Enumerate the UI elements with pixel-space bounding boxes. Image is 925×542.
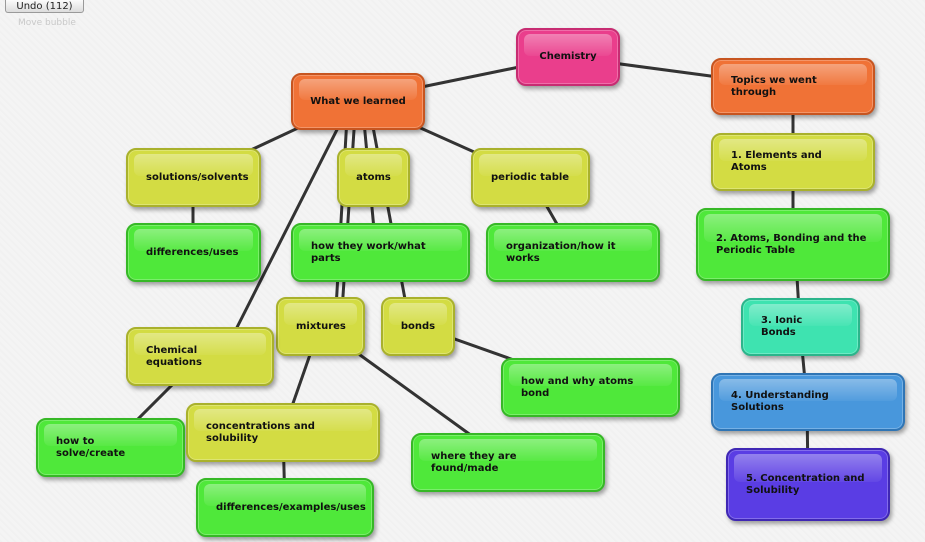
bubble-label: What we learned xyxy=(310,95,406,107)
bubble-label: Topics we went through xyxy=(731,74,817,98)
bubble-concentrations-solubility[interactable]: concentrations and solubility xyxy=(186,403,380,462)
bubble-label: Chemistry xyxy=(539,51,597,62)
bubble-how-why-bond[interactable]: how and why atoms bond xyxy=(501,358,680,417)
bubble-topic-2[interactable]: 2. Atoms, Bonding and the Periodic Table xyxy=(696,208,890,281)
bubble-label: 3. Ionic Bonds xyxy=(761,315,803,338)
undo-hint-text: Move bubble xyxy=(18,18,76,28)
bubble-bonds[interactable]: bonds xyxy=(381,297,455,356)
bubble-label: 4. Understanding Solutions xyxy=(731,390,829,413)
bubble-atoms[interactable]: atoms xyxy=(337,148,410,207)
bubble-topic-1[interactable]: 1. Elements and Atoms xyxy=(711,133,875,191)
bubble-chemical-equations[interactable]: Chemical equations xyxy=(126,327,274,386)
bubble-chemistry[interactable]: Chemistry xyxy=(516,28,620,86)
bubble-periodic-table[interactable]: periodic table xyxy=(471,148,590,207)
bubble-where-found[interactable]: where they are found/made xyxy=(411,433,605,492)
link-learned-atoms-2 xyxy=(339,98,358,328)
bubble-label: how they work/what parts xyxy=(311,240,426,264)
bubble-label: 2. Atoms, Bonding and the Periodic Table xyxy=(716,232,867,256)
bubble-label: how and why atoms bond xyxy=(521,375,634,399)
link-learned-atoms-1 xyxy=(333,98,350,328)
bubble-label: periodic table xyxy=(491,171,570,183)
bubble-label: organization/how it works xyxy=(506,240,616,264)
bubble-differences-examples[interactable]: differences/examples/uses xyxy=(196,478,374,537)
bubble-mixtures[interactable]: mixtures xyxy=(276,297,365,356)
bubble-label: concentrations and solubility xyxy=(206,420,315,444)
bubble-topic-4[interactable]: 4. Understanding Solutions xyxy=(711,373,905,431)
bubble-what-we-learned[interactable]: What we learned xyxy=(291,73,425,130)
bubble-label: atoms xyxy=(356,171,391,183)
bubble-organization[interactable]: organization/how it works xyxy=(486,223,660,282)
bubble-topic-5[interactable]: 5. Concentration and Solubility xyxy=(726,448,890,521)
bubble-label: 5. Concentration and Solubility xyxy=(746,472,865,496)
bubble-topic-3[interactable]: 3. Ionic Bonds xyxy=(741,298,860,356)
bubble-label: how to solve/create xyxy=(56,435,126,459)
bubble-label: differences/examples/uses xyxy=(216,501,366,513)
bubble-label: mixtures xyxy=(296,320,346,332)
bubble-label: differences/uses xyxy=(146,246,239,258)
bubble-how-to-solve[interactable]: how to solve/create xyxy=(36,418,185,477)
bubble-topics-we-went-through[interactable]: Topics we went through xyxy=(711,58,875,115)
bubble-label: bonds xyxy=(400,320,436,332)
bubble-how-they-work[interactable]: how they work/what parts xyxy=(291,223,470,282)
bubble-differences-uses[interactable]: differences/uses xyxy=(126,223,261,282)
link-learned-chemeq xyxy=(220,98,354,359)
link-learned-atoms-4 xyxy=(366,98,412,328)
bubble-label: solutions/solvents xyxy=(146,171,249,183)
bubble-label: where they are found/made xyxy=(431,450,517,474)
bubble-solutions-solvents[interactable]: solutions/solvents xyxy=(126,148,261,207)
bubble-label: Chemical equations xyxy=(146,344,202,368)
undo-button[interactable]: Undo (112) xyxy=(5,0,84,13)
bubble-label: 1. Elements and Atoms xyxy=(731,150,822,173)
